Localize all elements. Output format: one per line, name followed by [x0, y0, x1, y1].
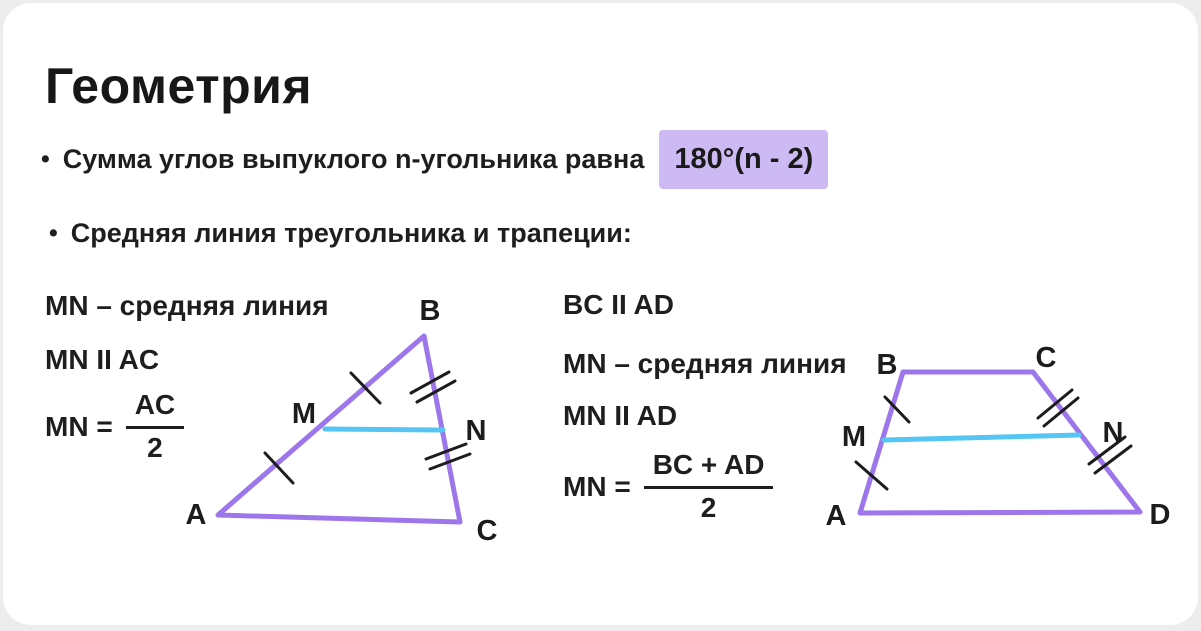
triangle-vertex-b-label: B — [420, 295, 441, 327]
trapezoid-side-cd-ticks — [1036, 388, 1133, 475]
trapezoid-point-m-label: M — [842, 421, 866, 453]
page-title: Геометрия — [45, 58, 313, 114]
trapezoid-bases-parallel-statement: BC II AD — [563, 289, 674, 320]
triangle-vertex-a-label: A — [186, 499, 207, 531]
trapezoid-outline — [857, 369, 1143, 516]
fraction-denominator: 2 — [147, 432, 163, 463]
trapezoid-midline-formula: MN = BC + AD 2 — [563, 449, 774, 524]
geometry-diagrams: A B C M N A B C D — [186, 295, 1171, 547]
bullet-polygon-angle-sum: • Сумма углов выпуклого n-угольника равн… — [41, 128, 829, 190]
formula-lhs: MN = — [563, 470, 631, 502]
triangle-midline-formula: MN = AC 2 — [45, 389, 185, 464]
triangle-vertex-c-label: C — [477, 515, 498, 547]
formula-lhs: MN = — [45, 410, 113, 442]
trapezoid-midline — [881, 432, 1082, 443]
fraction-numerator: BC + AD — [643, 449, 774, 489]
fraction: AC 2 — [125, 389, 185, 464]
triangle-caption: MN – средняя линия — [45, 290, 329, 321]
trapezoid-diagram: A B C D M N — [826, 342, 1171, 532]
triangle-parallel-statement: MN II AC — [45, 344, 160, 375]
bullet-midline-intro: • Средняя линия треугольника и трапеции: — [49, 213, 632, 253]
triangle-side-ab-ticks — [263, 371, 382, 485]
triangle-side-bc-ticks — [409, 370, 472, 471]
trapezoid-side-ab-ticks — [854, 395, 911, 491]
bullet-marker: • — [49, 218, 58, 247]
slide-card: Геометрия • Сумма углов выпуклого n-угол… — [3, 3, 1198, 625]
fraction-numerator: AC — [125, 389, 185, 429]
triangle-diagram: A B C M N — [186, 295, 498, 547]
trapezoid-vertex-b-label: B — [877, 349, 898, 381]
fraction-denominator: 2 — [700, 492, 717, 523]
bullet-midline-intro-text: Средняя линия треугольника и трапеции: — [70, 217, 632, 248]
bullet-polygon-angle-sum-text: Сумма углов выпуклого n-угольника равна — [62, 143, 645, 174]
fraction: BC + AD 2 — [643, 449, 774, 524]
bullet-marker: • — [41, 144, 50, 173]
trapezoid-vertex-d-label: D — [1150, 499, 1171, 531]
triangle-point-m-label: M — [292, 398, 316, 430]
triangle-midline — [322, 426, 446, 433]
trapezoid-caption: MN – средняя линия — [563, 348, 847, 379]
trapezoid-vertex-a-label: A — [826, 500, 847, 532]
highlighted-formula: 180°(n - 2) — [659, 129, 829, 189]
triangle-point-n-label: N — [466, 415, 487, 447]
trapezoid-point-n-label: N — [1103, 417, 1124, 449]
trapezoid-parallel-statement: MN II AD — [563, 400, 678, 431]
trapezoid-vertex-c-label: C — [1036, 342, 1057, 374]
